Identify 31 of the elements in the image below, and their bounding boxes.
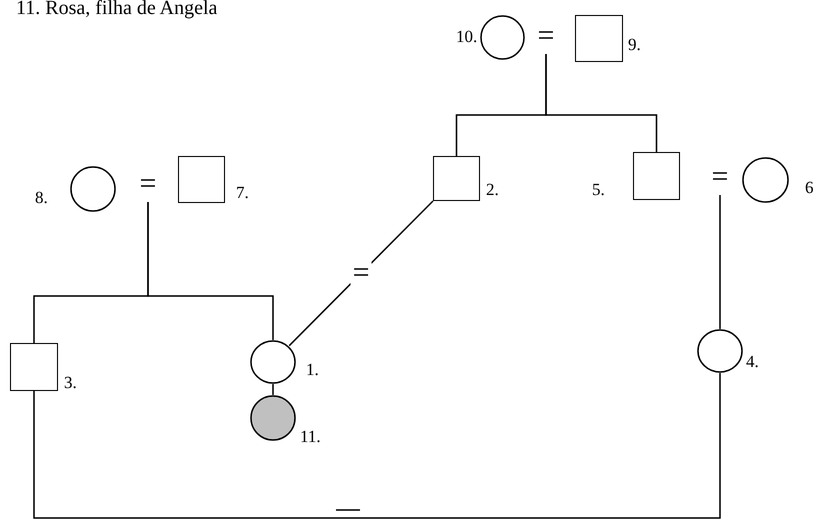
male-square (575, 15, 623, 62)
male-square (633, 152, 680, 200)
connector-line (272, 384, 274, 395)
female-circle (250, 340, 296, 384)
marriage-sign: = (705, 159, 735, 195)
connector-line (719, 195, 721, 329)
individual-number: 7. (236, 183, 249, 203)
male-square (433, 156, 480, 201)
male-square (10, 343, 58, 391)
female-circle (70, 166, 116, 212)
individual-number: 6 (805, 178, 814, 198)
marriage-sign: = (133, 166, 163, 202)
individual-number: 3. (64, 373, 77, 393)
individual-number: 5. (592, 180, 605, 200)
marriage-sign: = (531, 18, 561, 54)
individual-number: 8. (35, 188, 48, 208)
individual-number: 2. (486, 180, 499, 200)
caption-text: 11. Rosa, filha de Angela (16, 0, 218, 20)
female-circle (697, 329, 743, 373)
female-circle (742, 157, 789, 203)
female-circle (480, 15, 525, 60)
individual-number: 10. (456, 27, 478, 47)
connector-line (33, 373, 721, 519)
male-square (178, 156, 225, 203)
individual-number: 4. (746, 352, 759, 372)
affected-female-circle (250, 395, 296, 441)
individual-number: 1. (306, 360, 319, 380)
individual-number: 11. (300, 427, 321, 447)
connector-line (545, 54, 658, 152)
individual-number: 9. (628, 35, 641, 55)
connector-line (147, 202, 274, 340)
